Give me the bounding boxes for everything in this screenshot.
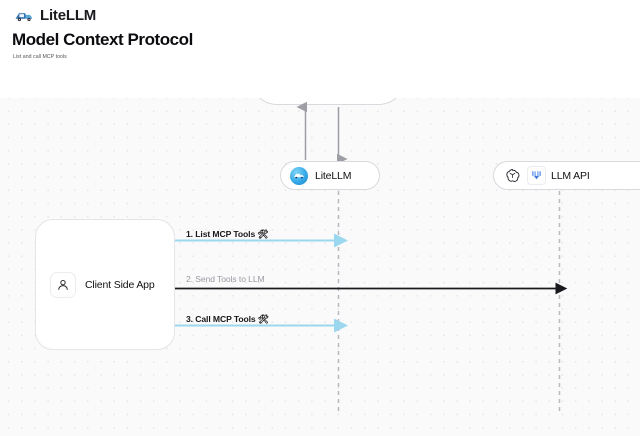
step-2-text: 2. Send Tools to LLM <box>186 274 265 284</box>
step-1-label: 1. List MCP Tools 🛠 <box>186 229 268 240</box>
node-llm-api-label: LLM API <box>551 169 590 182</box>
step-2-label: 2. Send Tools to LLM <box>186 274 265 284</box>
openai-swirl-glyph-icon <box>506 169 520 182</box>
openai-logo-icon <box>503 166 522 185</box>
anthropic-glyph-icon <box>532 171 541 180</box>
litellm-avatar-icon <box>290 166 308 185</box>
litellm-truck-logo-icon <box>15 12 33 21</box>
node-client-side-app[interactable]: Client Side App <box>35 219 175 350</box>
page-title: Model Context Protocol <box>12 30 193 49</box>
node-llm-api[interactable]: LLM API <box>493 161 640 190</box>
page-subtitle: List and call MCP tools <box>13 54 67 60</box>
user-person-icon <box>50 271 76 298</box>
litellm-truck-glyph-icon <box>294 173 304 179</box>
step-3-text: 3. Call MCP Tools <box>186 314 256 324</box>
brand[interactable]: LiteLLM <box>14 7 96 24</box>
node-litellm-label: LiteLLM <box>315 169 352 182</box>
brand-name: LiteLLM <box>40 7 97 24</box>
person-glyph-icon <box>58 279 68 290</box>
page-header: LiteLLM Model Context Protocol List and … <box>0 0 640 98</box>
anthropic-logo-icon <box>527 166 546 185</box>
tools-emoji-icon: 🛠 <box>257 314 269 324</box>
step-1-text: 1. List MCP Tools <box>186 229 256 239</box>
tools-emoji-icon: 🛠 <box>257 229 269 239</box>
node-client-side-app-label: Client Side App <box>85 278 155 291</box>
step-3-label: 3. Call MCP Tools 🛠 <box>186 314 269 325</box>
node-litellm[interactable]: LiteLLM <box>280 161 380 190</box>
